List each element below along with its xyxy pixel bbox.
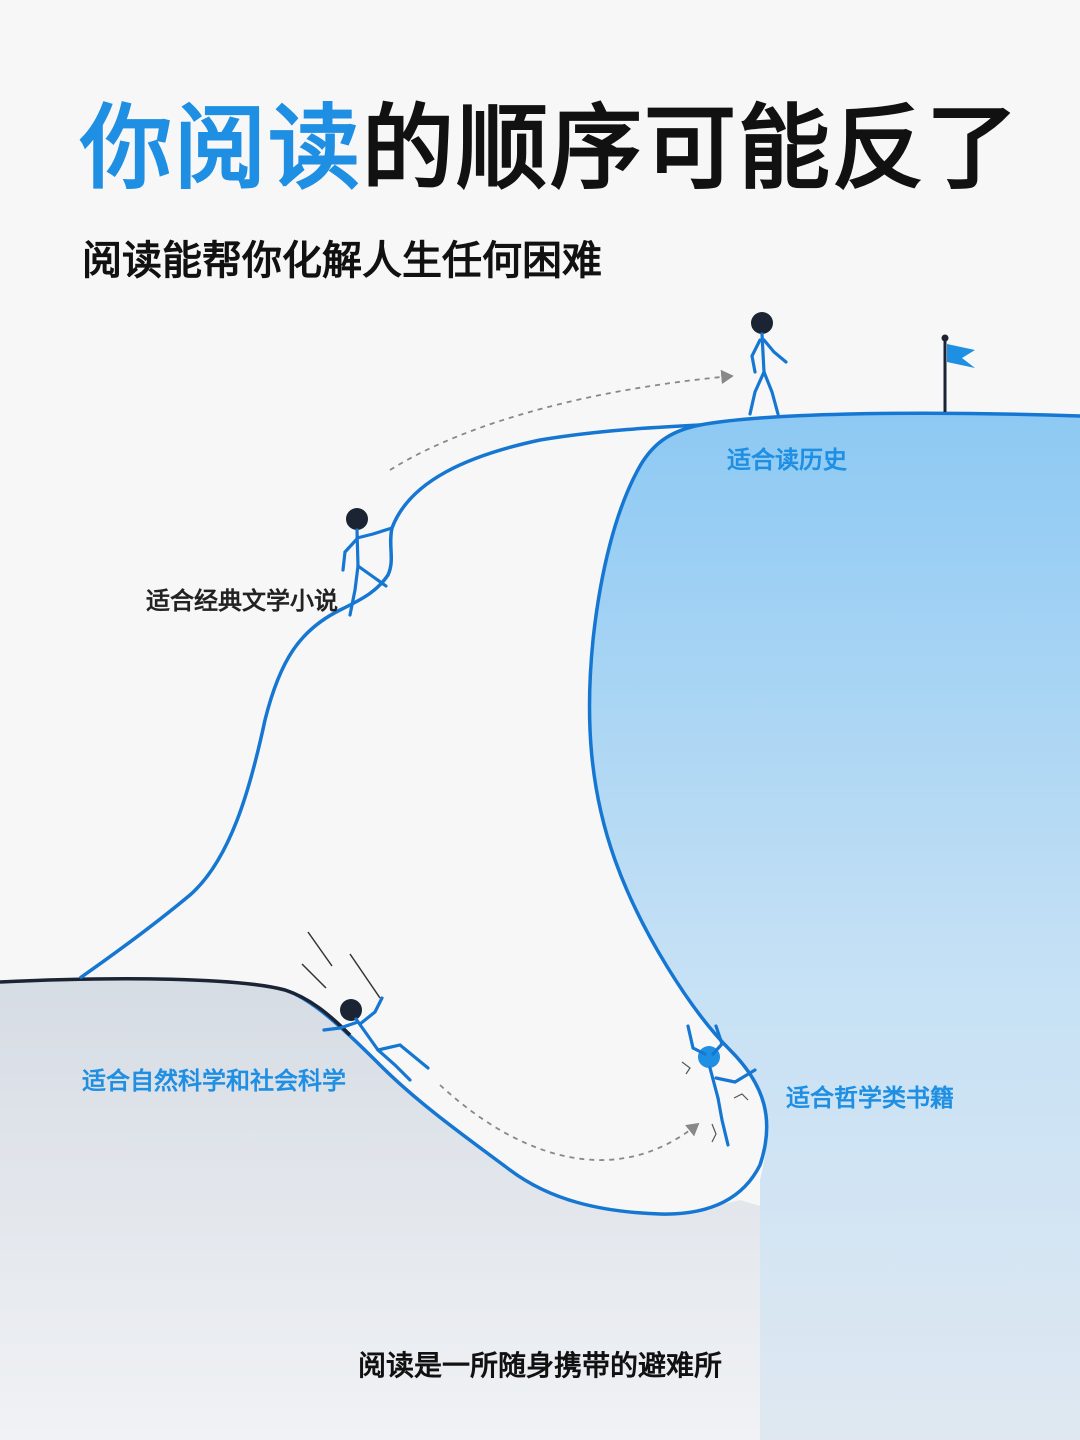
sliding-figure-icon: [322, 996, 430, 1082]
speed-lines: [301, 931, 381, 999]
climbing-figure-icon: [341, 508, 394, 617]
progress-arrow-lower: [439, 1084, 700, 1161]
label-history: 适合读历史: [727, 446, 848, 474]
progress-arrow-upper: [389, 369, 734, 471]
page-title: 你阅读的顺序可能反了: [80, 96, 1020, 202]
cliff-outline: [284, 411, 1080, 1216]
title-highlight: 你阅读: [80, 95, 363, 202]
history-plateau: [589, 412, 1080, 1440]
pit-figure-icon: [686, 1024, 757, 1147]
label-philosophy: 适合哲学类书籍: [786, 1084, 954, 1112]
ground-edge: [0, 976, 352, 1037]
title-rest: 的顺序可能反了: [362, 95, 1021, 202]
walking-figure-icon: [748, 312, 788, 416]
label-classic-literature: 适合经典文学小说: [146, 587, 338, 615]
label-natural-social-science: 适合自然科学和社会科学: [82, 1067, 346, 1095]
crack-marks: [681, 1061, 749, 1143]
page-subtitle: 阅读能帮你化解人生任何困难: [82, 238, 602, 284]
climbing-ridge: [78, 423, 701, 980]
flag-icon: [941, 334, 975, 412]
footer-caption: 阅读是一所随身携带的避难所: [357, 1349, 722, 1382]
